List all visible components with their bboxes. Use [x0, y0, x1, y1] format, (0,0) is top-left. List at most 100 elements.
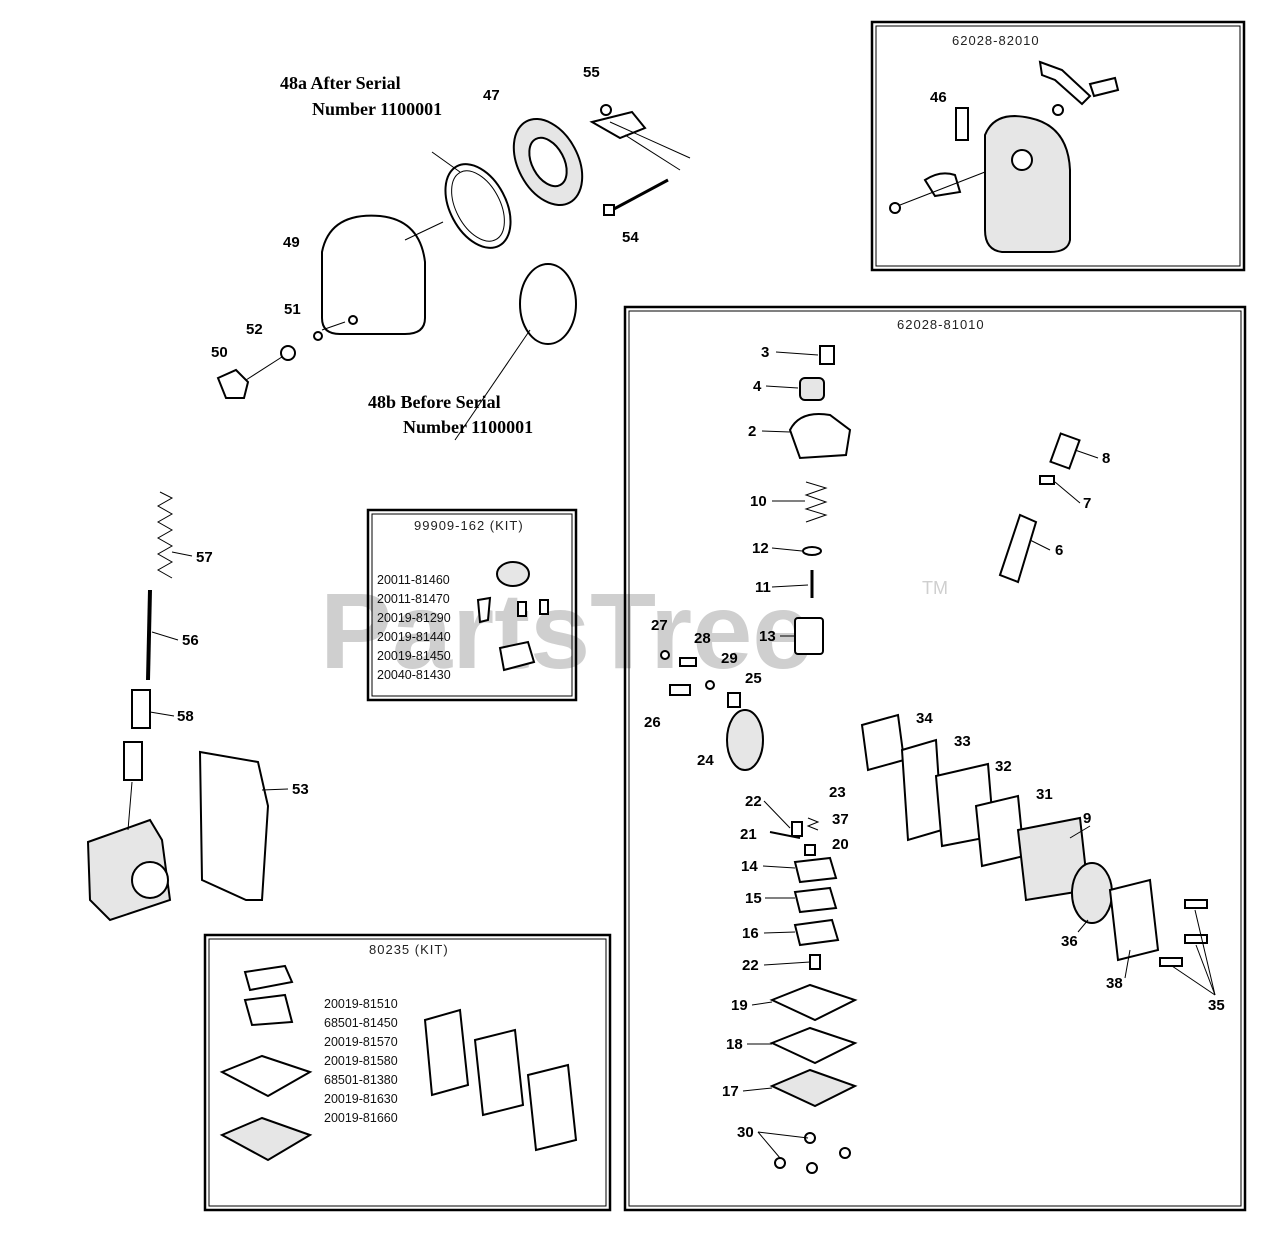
leader-48b [454, 329, 531, 441]
box-62028-82010-inner [875, 25, 1241, 267]
kit-part-b [476, 596, 492, 624]
callout-46: 46 [930, 89, 947, 106]
leader-48a-49 [404, 221, 444, 241]
kit-part-e [498, 640, 536, 672]
recoil-housing-group [889, 60, 1120, 253]
diaphragm-18 [769, 1026, 858, 1065]
box-62028-81010-inner [628, 310, 1242, 1207]
callout-9: 9 [1083, 810, 1091, 827]
part-27 [660, 650, 670, 660]
box-62028-81010-title: 62028-81010 [897, 317, 985, 332]
callout-58: 58 [177, 708, 194, 725]
part-36 [1071, 862, 1113, 924]
kit-80235-part-2: 68501-81450 [324, 1016, 398, 1030]
kit-lever-b [243, 993, 294, 1027]
screw-35a [1184, 899, 1208, 909]
kit-80235-list: 20019-81510 68501-81450 20019-81570 2001… [324, 997, 398, 1125]
housing-part [984, 115, 1071, 253]
callout-47: 47 [483, 87, 500, 104]
kit-99909-part-1: 20011-81460 [377, 573, 450, 587]
kit-80235-part-1: 20019-81510 [324, 997, 398, 1011]
callout-55: 55 [583, 64, 600, 81]
lever-15 [793, 886, 838, 914]
callout-31: 31 [1036, 786, 1053, 803]
kit-gasket-b [473, 1028, 525, 1117]
callout-14: 14 [741, 858, 758, 875]
screw-54-part [611, 178, 669, 212]
carb-leaders [742, 351, 1216, 1159]
callout-35: 35 [1208, 997, 1225, 1014]
leader-48a-ring [431, 151, 461, 173]
spring-23 [806, 817, 820, 831]
shaft-56-part [146, 589, 152, 681]
box-62028-81010 [623, 305, 1247, 1212]
handle-part [1038, 60, 1092, 106]
callout-30: 30 [737, 1124, 754, 1141]
callout-17: 17 [722, 1083, 739, 1100]
part-2 [788, 413, 852, 460]
box-62028-82010-title: 62028-82010 [952, 33, 1040, 48]
kit-99909-part-4: 20019-81440 [377, 630, 451, 644]
carb-parts-group [660, 345, 1208, 1174]
air-filter-group [216, 104, 691, 441]
callout-27: 27 [651, 617, 668, 634]
part-26 [669, 684, 691, 696]
callout-16: 16 [742, 925, 759, 942]
kit-part-d [539, 599, 549, 615]
callout-38: 38 [1106, 975, 1123, 992]
callout-53: 53 [292, 781, 309, 798]
gasket-33-part [900, 738, 944, 842]
leader-56 [151, 631, 179, 641]
cover-38-part [1108, 878, 1160, 962]
air-filter-cover-part [321, 214, 426, 335]
kit-80235-part-6: 20019-81630 [324, 1092, 398, 1106]
kit-80235-part-4: 20019-81580 [324, 1054, 398, 1068]
box-kit-99909 [366, 508, 578, 702]
box-62028-82010 [870, 20, 1246, 272]
kit-99909-list: 20011-81460 20011-81470 20019-81290 2001… [377, 573, 451, 682]
kit-80235-part-3: 20019-81570 [324, 1035, 398, 1049]
callout-15: 15 [745, 890, 762, 907]
kit-99909-part-2: 20011-81470 [377, 592, 450, 606]
plate-53-part [198, 750, 270, 901]
kit-80235-part-7: 20019-81660 [324, 1111, 398, 1125]
kit-80235-illustration [219, 964, 578, 1162]
callout-24: 24 [697, 752, 714, 769]
callout-25: 25 [745, 670, 762, 687]
part-25 [727, 692, 741, 708]
callout-49: 49 [283, 234, 300, 251]
cover-hole [348, 315, 358, 325]
leader-57 [171, 551, 193, 557]
kit-part-c [517, 601, 527, 617]
part-22a [791, 821, 803, 837]
watermark-text: PartsTree [320, 570, 812, 691]
callout-19: 19 [731, 997, 748, 1014]
callout-20: 20 [832, 836, 849, 853]
housing-hole [1011, 149, 1033, 171]
lever-16 [793, 918, 840, 947]
kit-99909-title: 99909-162 (KIT) [414, 518, 524, 533]
kit-lever-a [243, 964, 294, 992]
part-4 [799, 377, 825, 401]
washer-51-part [313, 331, 323, 341]
kit-gasket-a [423, 1008, 470, 1097]
callout-21: 21 [740, 826, 757, 843]
callout-36: 36 [1061, 933, 1078, 950]
callout-52: 52 [246, 321, 263, 338]
kit-99909-part-3: 20019-81290 [377, 611, 451, 625]
kit-99909-part-6: 20040-81430 [377, 668, 451, 682]
part-29 [705, 680, 715, 690]
leader-53 [261, 788, 289, 791]
part-24 [726, 709, 764, 771]
callout-22a: 22 [745, 793, 762, 810]
note-after-serial-1: 48a After Serial [280, 73, 401, 93]
box-kit-99909-inner [371, 513, 573, 697]
callout-51: 51 [284, 301, 301, 318]
callout-8: 8 [1102, 450, 1110, 467]
part-37 [804, 844, 816, 856]
callout-37: 37 [832, 811, 849, 828]
filter-ring-part [444, 163, 512, 249]
kit-gasket-c [526, 1063, 578, 1152]
screw-30c [839, 1147, 851, 1159]
